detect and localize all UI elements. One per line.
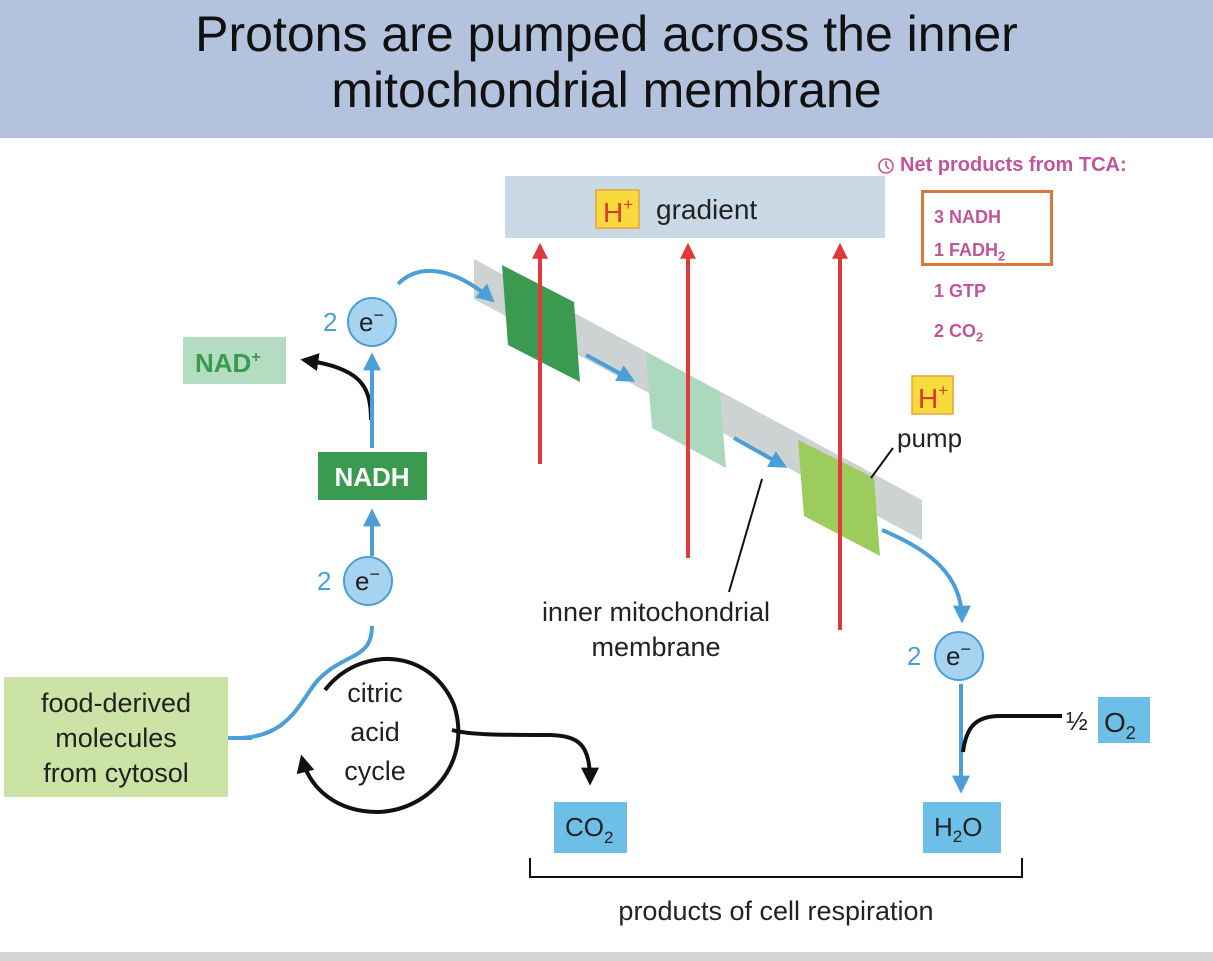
pump-label: pump — [897, 423, 962, 453]
food-line1: food-derived — [41, 688, 191, 718]
nad-release-arrow — [300, 353, 373, 421]
electron-count-mid: 2 — [317, 566, 331, 596]
electron-count-top: 2 — [323, 307, 337, 337]
membrane-label-line2: membrane — [591, 632, 720, 662]
pump-h-symbol: H+ — [918, 381, 948, 414]
food-to-cycle-path — [231, 625, 374, 741]
co2-label: CO2 — [565, 812, 613, 847]
title-line-1: Protons are pumped across the inner — [195, 6, 1018, 62]
clock-icon — [878, 158, 894, 174]
pump-leader-line — [870, 447, 894, 479]
nadh-label: NADH — [334, 462, 409, 492]
citric-cycle-loop — [296, 657, 461, 815]
products-label: products of cell respiration — [618, 896, 933, 926]
gradient-h-symbol: H+ — [603, 195, 633, 228]
electron-path-entry — [396, 269, 495, 303]
gradient-label: gradient — [656, 194, 757, 225]
membrane-label-line1: inner mitochondrial — [542, 597, 770, 627]
co2-box — [554, 802, 627, 853]
cycle-line3: cycle — [344, 756, 406, 786]
membrane-leader-line — [728, 478, 763, 593]
electron-right — [934, 631, 984, 681]
electron-path-exit — [881, 528, 971, 624]
electron-path-c1-c2 — [585, 353, 636, 382]
tca-item-fadh2: 1 FADH2 — [934, 240, 1006, 264]
oxygen-input-curve — [961, 714, 1062, 753]
tca-item-co2: 2 CO2 — [934, 321, 984, 345]
water-box — [923, 802, 1001, 853]
tca-header: Net products from TCA: — [900, 154, 1127, 176]
tca-highlight-box — [921, 190, 1053, 266]
cycle-line2: acid — [350, 717, 400, 747]
bottom-strip — [0, 952, 1213, 961]
electron-top — [347, 297, 397, 347]
products-bracket — [529, 858, 1023, 878]
electron-right-symbol: e− — [946, 639, 971, 671]
gradient-h-box — [595, 189, 640, 229]
tca-item-gtp: 1 GTP — [934, 281, 987, 301]
electron-mid-symbol: e− — [355, 564, 380, 596]
electron-count-right: 2 — [907, 641, 921, 671]
oxygen-fraction: ½ — [1066, 706, 1088, 736]
oxygen-box — [1098, 697, 1150, 743]
title-line-2: mitochondrial membrane — [331, 62, 882, 118]
nad-plus-box — [183, 337, 286, 384]
water-label: H2O — [934, 812, 982, 846]
oxygen-label: O2 — [1104, 707, 1136, 743]
food-line2: molecules — [55, 723, 177, 753]
nadh-box — [318, 452, 427, 500]
tca-item-nadh: 3 NADH — [934, 207, 1002, 227]
cycle-line1: citric — [347, 678, 403, 708]
gradient-box — [505, 176, 885, 238]
pump-h-box — [911, 375, 954, 415]
food-line3: from cytosol — [43, 758, 189, 788]
food-molecules-box — [4, 677, 228, 797]
electron-path-c2-c3 — [733, 436, 788, 468]
nad-plus-label: NAD+ — [195, 348, 261, 378]
electron-top-symbol: e− — [359, 305, 384, 337]
cycle-to-co2-arrow — [451, 728, 599, 786]
electron-mid — [343, 556, 393, 606]
title-banner: Protons are pumped across the inner mito… — [0, 0, 1213, 138]
